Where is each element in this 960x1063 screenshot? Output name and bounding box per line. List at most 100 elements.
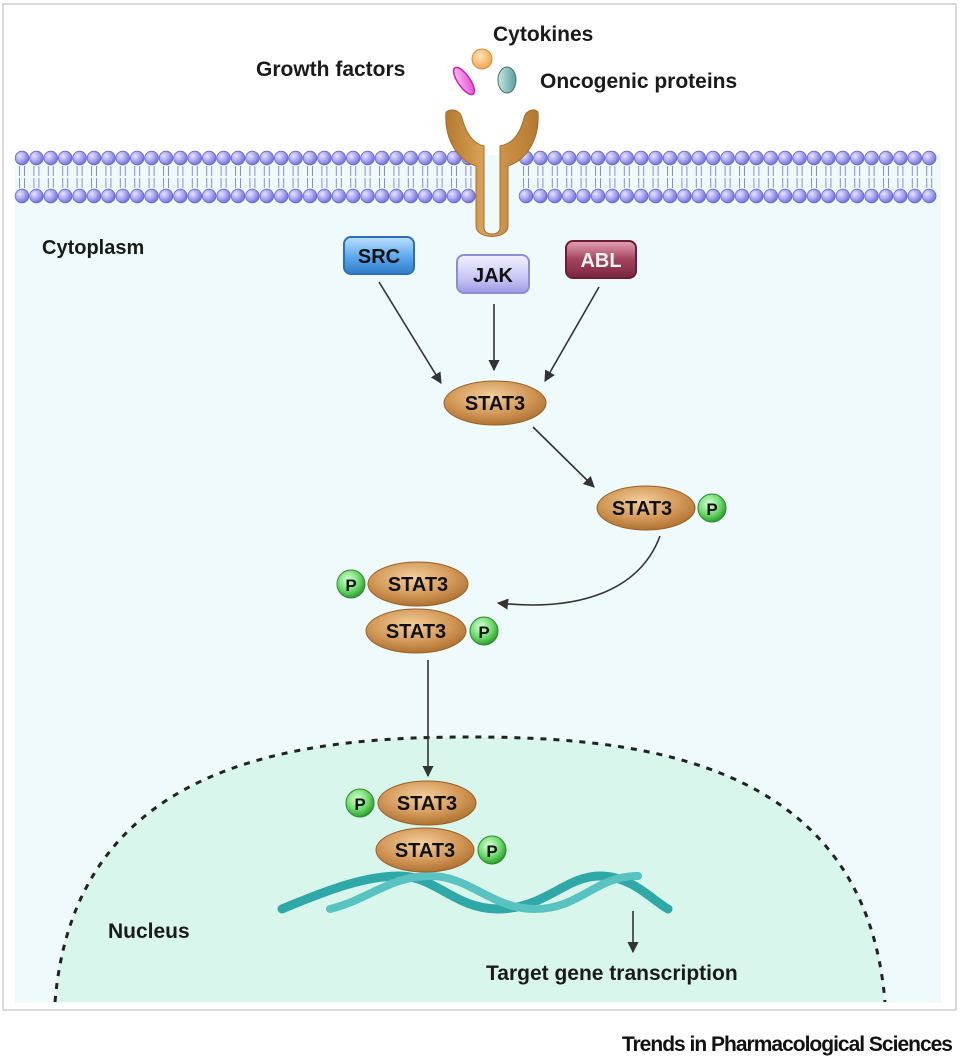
lipid-head [216,150,231,166]
lipid-head [446,150,462,166]
lipid-head [245,188,260,204]
lipid-head [691,188,707,204]
lipid-head [547,150,563,166]
lipid-head [331,150,347,166]
lipid-head [346,150,361,166]
arrow-phospho-to-dimer [496,535,661,610]
lipid-head [792,150,807,166]
lipid-head [446,188,462,204]
lipid-head [14,188,30,204]
lipid-head [144,188,159,204]
stat3-phosphorylated: STAT3 P [596,485,727,531]
lipid-head [547,188,563,204]
lipid-head [706,188,721,204]
lipid-head [86,150,102,166]
lipid-head [403,188,419,204]
lipid-head [360,188,375,204]
journal-credit: Trends in Pharmacological Sciences [621,1033,953,1056]
lipid-head [720,188,735,204]
lipid-head [389,150,404,166]
lipid-head [605,188,620,204]
dimer-upper-phospho-label: P [345,576,356,595]
lipid-head [893,150,908,166]
lipid-head [432,150,447,166]
lipid-head [216,188,231,204]
lipid-head [922,188,937,204]
lipid-head [590,188,606,204]
nuclear-lower-phospho-label: P [486,842,497,861]
lipid-head [302,150,318,166]
lipid-head [288,188,303,204]
phospho-label: P [706,500,717,519]
lipid-head [662,188,678,204]
cell-membrane [14,150,937,204]
lipid-head [821,188,836,204]
arrow-abl-to-stat3 [544,286,600,382]
lipid-head [878,188,894,204]
lipid-head [835,150,851,166]
lipid-head [662,150,678,166]
cytokine-ligand [471,48,493,70]
lipid-head [274,150,289,166]
label-cytokines: Cytokines [493,23,593,46]
lipid-head [129,188,145,204]
lipid-head [850,150,865,166]
kinase-jak-label: JAK [473,265,514,287]
lipid-head [187,150,203,166]
lipid-head [677,150,692,166]
nuclear-upper-phospho-label: P [354,795,365,814]
nuclear-upper-stat3-label: STAT3 [397,793,457,815]
lipid-head [734,150,750,166]
lipid-head [187,188,203,204]
lipid-head [720,150,735,166]
lipid-head [43,150,59,166]
lipid-head [590,150,606,166]
lipid-head [259,188,275,204]
lipid-head [792,188,807,204]
lipid-head [158,188,174,204]
lipid-head [86,188,102,204]
lipid-head [893,188,908,204]
label-oncogenic-proteins: Oncogenic proteins [540,70,737,93]
lipid-head [374,150,390,166]
kinase-src: SRC [343,236,415,275]
dimer-lower-phospho-label: P [478,623,489,642]
lipid-head [432,188,447,204]
lipid-head [576,150,591,166]
lipid-head [230,150,246,166]
lipid-head [331,188,347,204]
lipid-head [778,150,793,166]
lipid-head [72,188,87,204]
lipid-head [288,150,303,166]
lipid-head [418,150,433,166]
lipid-head [346,188,361,204]
lipid-head [605,150,620,166]
lipid-head [648,150,663,166]
label-growth-factors: Growth factors [256,58,405,81]
lipid-head [763,188,779,204]
receptor [445,109,539,237]
nuclear-envelope [53,735,887,1003]
lipid-head [274,188,289,204]
lipid-head [360,150,375,166]
kinase-abl-label: ABL [580,250,621,272]
stat3-dimer-nucleus: STAT3 P STAT3 P [345,780,507,873]
growth-factor-ligand [452,66,476,96]
lipid-head [201,150,217,166]
lipid-head [259,150,275,166]
lipid-head [533,150,548,166]
label-nucleus: Nucleus [108,920,190,943]
lipid-head [245,150,260,166]
lipid-head [864,150,879,166]
lipid-head [806,150,822,166]
kinase-jak: JAK [456,254,530,294]
lipid-head [576,188,591,204]
lipid-head [634,188,649,204]
lipid-head [677,188,692,204]
lipid-head [403,150,419,166]
lipid-head [57,150,73,166]
stat3-protein: STAT3 [443,380,547,426]
lipid-head [418,188,433,204]
lipid-head [706,150,721,166]
